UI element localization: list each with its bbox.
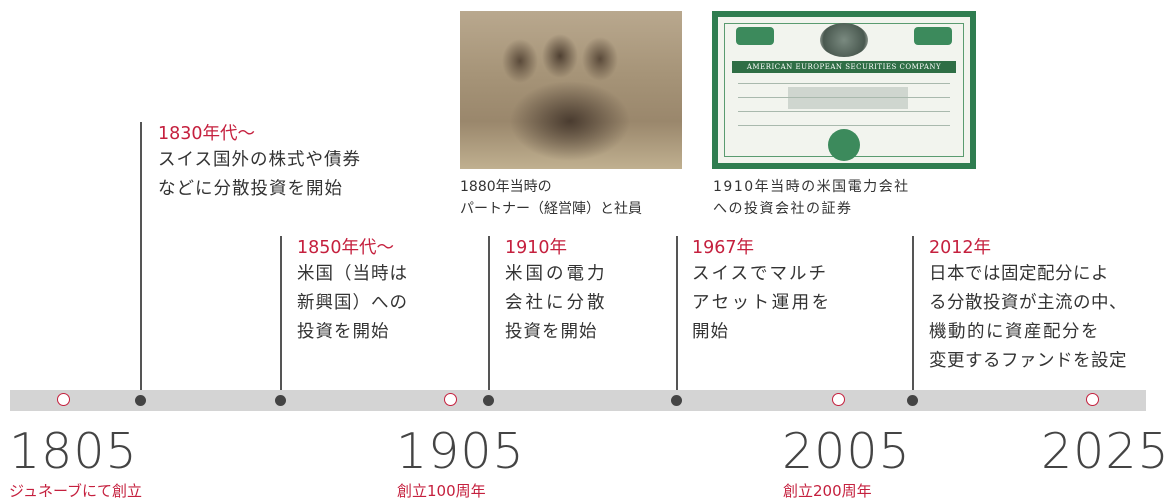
event-text-line: 日本では固定配分によ xyxy=(929,264,1109,284)
milestone-marker xyxy=(1086,393,1099,406)
event-dot xyxy=(671,395,682,406)
event-dot xyxy=(275,395,286,406)
certificate-caption-line: への投資会社の証券 xyxy=(713,201,853,217)
event-connector-line xyxy=(280,236,282,401)
event-text-line: などに分散投資を開始 xyxy=(158,179,343,199)
certificate-line xyxy=(738,111,950,112)
photo-caption-line: パートナー（経営陣）と社員 xyxy=(460,201,642,217)
event-text-line: 新興国）への xyxy=(297,293,408,313)
event-dot xyxy=(135,395,146,406)
event-text-line: 会社に分散 xyxy=(505,293,608,313)
event-text-line: 米国（当時は xyxy=(297,264,408,284)
event-2012: 2012年 日本では固定配分によ る分散投資が主流の中、 機動的に資産配分を 変… xyxy=(929,236,1127,376)
event-text-line: る分散投資が主流の中、 xyxy=(929,293,1127,313)
event-year: 1850年代〜 xyxy=(297,238,395,258)
milestone-year: 2005 xyxy=(782,423,911,480)
event-year: 2012年 xyxy=(929,238,992,258)
milestone-year: 2025 xyxy=(1041,423,1170,480)
certificate-line xyxy=(738,97,950,98)
securities-certificate-image: AMERICAN EUROPEAN SECURITIES COMPANY xyxy=(712,11,976,169)
milestone-marker xyxy=(444,393,457,406)
event-text-line: アセット運用を xyxy=(692,293,832,313)
event-connector-line xyxy=(912,236,914,401)
photo-caption: 1880年当時の パートナー（経営陣）と社員 xyxy=(460,176,642,220)
event-text-line: 変更するファンドを設定 xyxy=(929,351,1127,371)
certificate-title-band: AMERICAN EUROPEAN SECURITIES COMPANY xyxy=(732,61,956,73)
event-year: 1830年代〜 xyxy=(158,124,256,144)
certificate-corner xyxy=(736,27,774,45)
event-connector-line xyxy=(140,122,142,401)
event-text-line: 投資を開始 xyxy=(297,322,390,342)
photo-caption-line: 1880年当時の xyxy=(460,179,552,195)
event-1967: 1967年 スイスでマルチ アセット運用を 開始 xyxy=(692,236,832,347)
milestone-year: 1905 xyxy=(396,423,525,480)
event-text-line: 米国の電力 xyxy=(505,264,608,284)
certificate-caption-line: 1910年当時の米国電力会社 xyxy=(713,179,910,195)
milestone-year: 1805 xyxy=(9,423,138,480)
event-year: 1910年 xyxy=(505,238,568,258)
historical-partners-photo xyxy=(460,11,682,169)
event-text-line: 機動的に資産配分を xyxy=(929,322,1100,342)
certificate-line xyxy=(738,83,950,84)
event-dot xyxy=(483,395,494,406)
event-connector-line xyxy=(488,236,490,401)
event-text-line: スイスでマルチ xyxy=(692,264,828,284)
certificate-line xyxy=(738,125,950,126)
certificate-vignette xyxy=(820,23,868,57)
event-text-line: 投資を開始 xyxy=(505,322,598,342)
milestone-marker xyxy=(57,393,70,406)
event-1830s: 1830年代〜 スイス国外の株式や債券 などに分散投資を開始 xyxy=(158,122,361,204)
certificate-caption: 1910年当時の米国電力会社 への投資会社の証券 xyxy=(713,176,910,220)
event-text-line: スイス国外の株式や債券 xyxy=(158,150,361,170)
event-connector-line xyxy=(676,236,678,401)
milestone-label: 創立200周年 xyxy=(783,482,872,500)
certificate-watermark xyxy=(788,87,908,109)
milestone-marker xyxy=(832,393,845,406)
event-year: 1967年 xyxy=(692,238,755,258)
milestone-label: 創立100周年 xyxy=(397,482,486,500)
event-dot xyxy=(907,395,918,406)
certificate-seal xyxy=(828,129,860,161)
certificate-corner xyxy=(914,27,952,45)
event-1850s: 1850年代〜 米国（当時は 新興国）への 投資を開始 xyxy=(297,236,408,347)
milestone-label: ジュネーブにて創立 xyxy=(9,482,143,500)
timeline-bar xyxy=(10,390,1146,411)
event-text-line: 開始 xyxy=(692,322,729,342)
event-1910: 1910年 米国の電力 会社に分散 投資を開始 xyxy=(505,236,608,347)
